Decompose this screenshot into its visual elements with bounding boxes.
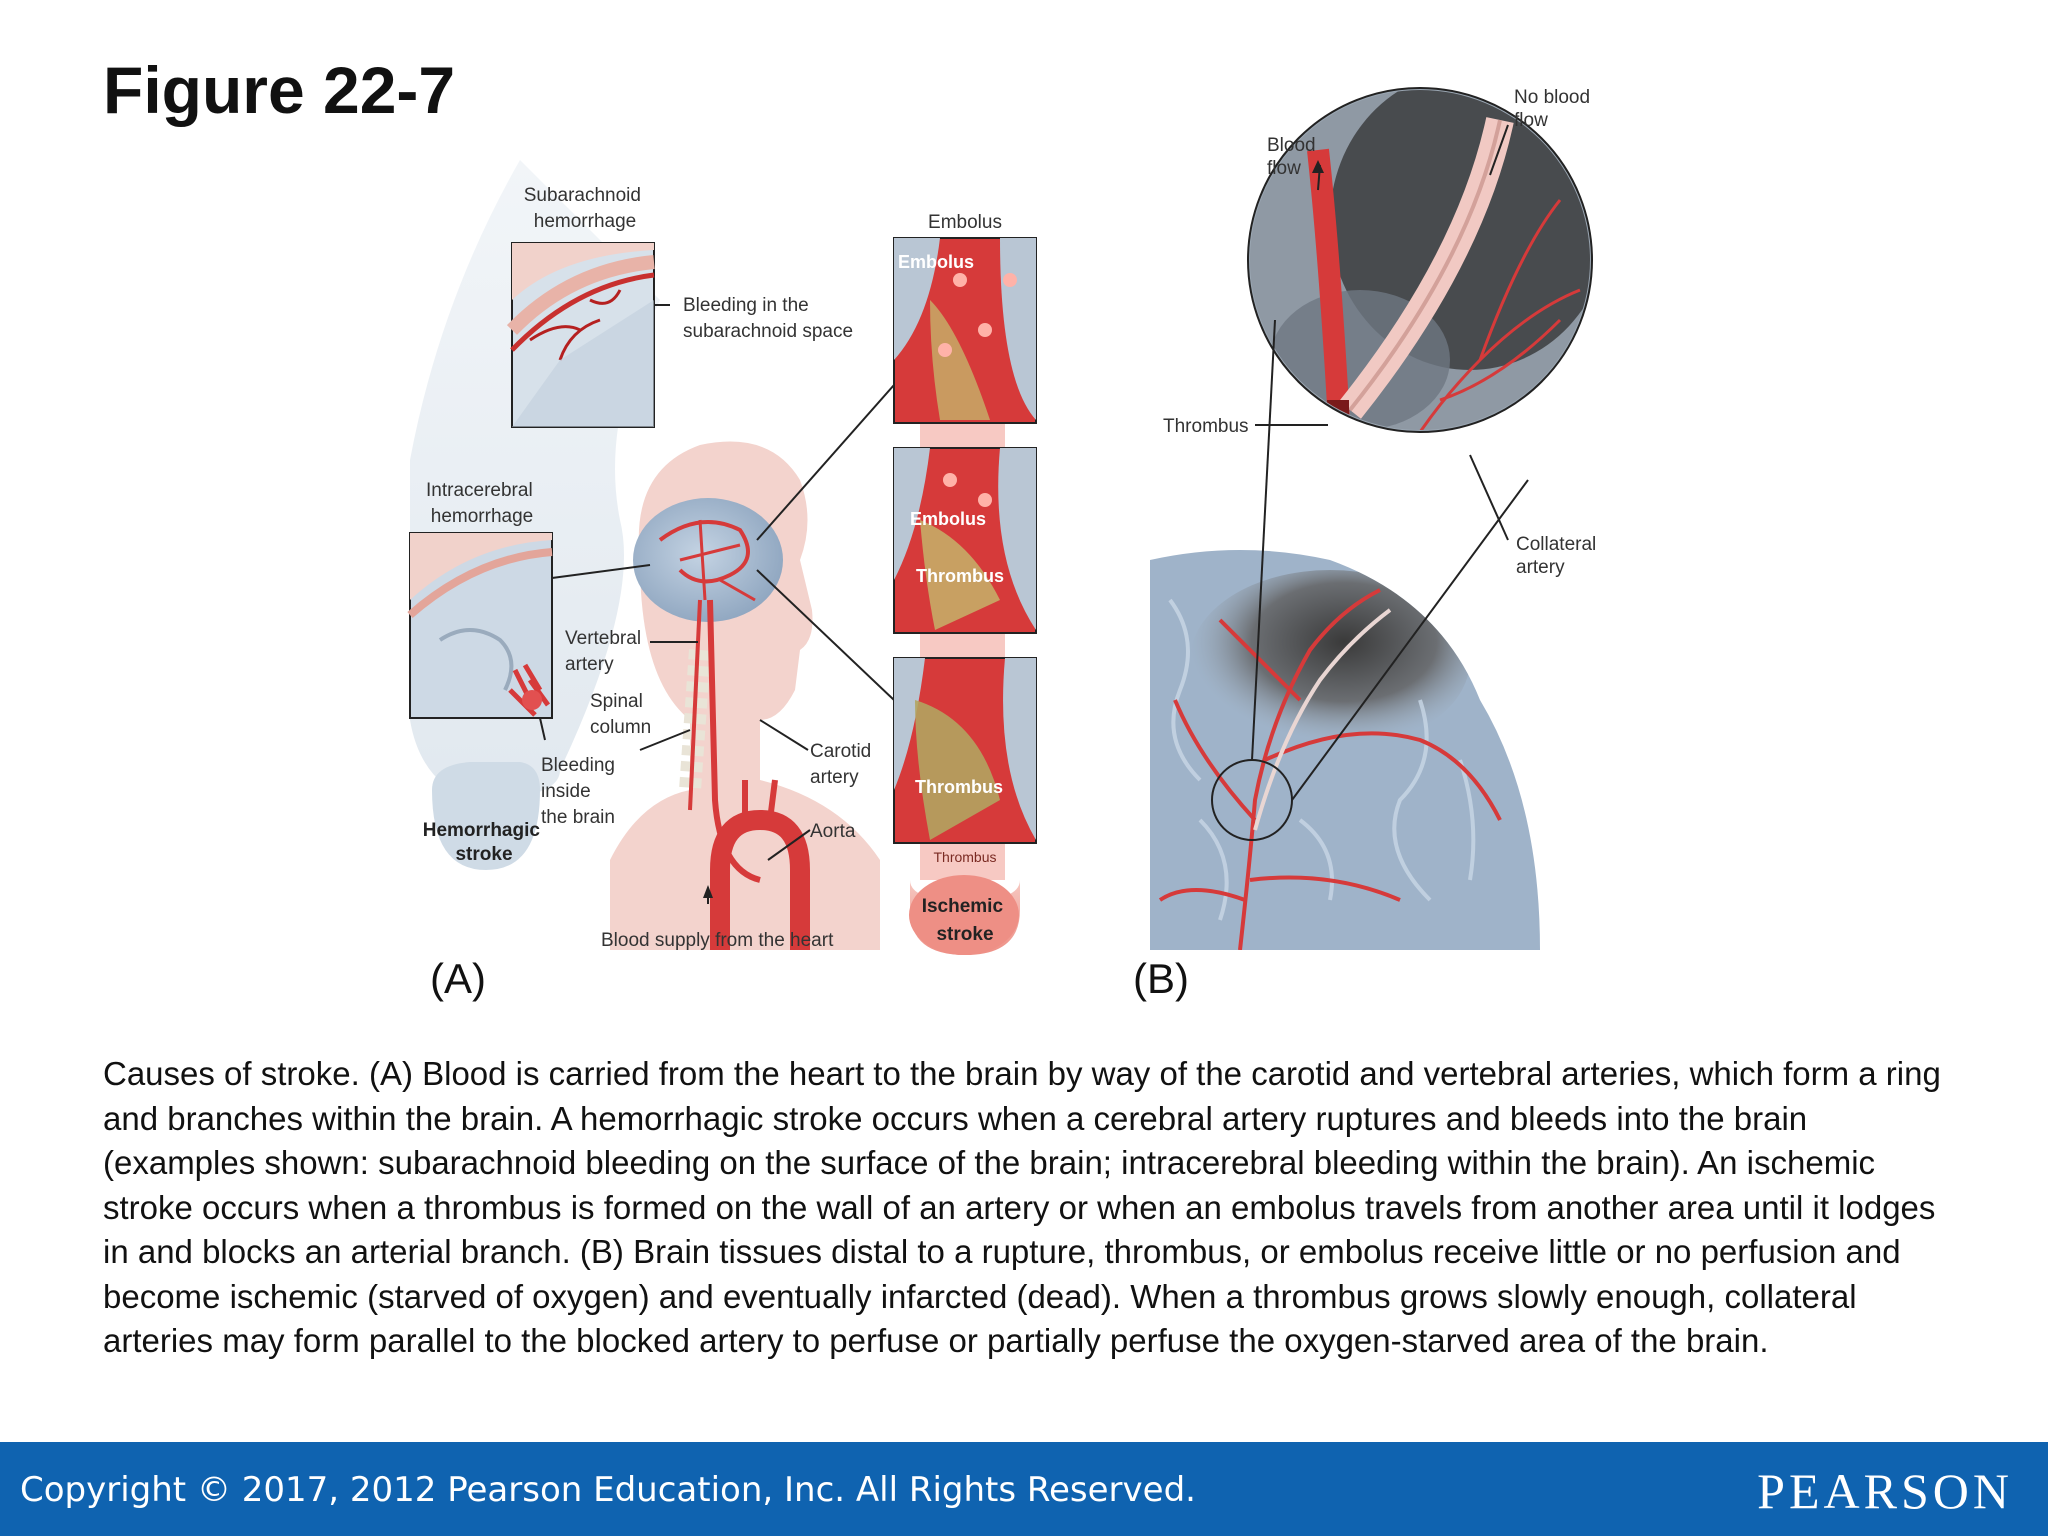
- embolus-top-label: Embolus: [928, 212, 1002, 233]
- brain: [633, 498, 783, 622]
- no-blood-flow-label: No blood flow: [1514, 87, 1595, 131]
- copyright-text: Copyright © 2017, 2012 Pearson Education…: [20, 1470, 1196, 1510]
- subarachnoid-inset: [506, 242, 655, 428]
- panel-a-tag: (A): [430, 955, 486, 1002]
- panel-a-illustration: [407, 160, 1037, 955]
- aorta-shape: [710, 809, 810, 950]
- intracerebral-inset: [407, 532, 553, 719]
- blood-flow-label: Blood flow: [1267, 135, 1321, 179]
- spinal-column-label: Spinal column: [590, 691, 651, 738]
- panel-b-tag: (B): [1133, 955, 1189, 1002]
- embolus-inset1-label: Embolus: [898, 252, 974, 272]
- vertebral-artery-shape: [688, 599, 702, 811]
- ischemic-stroke-label: Ischemic stroke: [922, 896, 1009, 945]
- embolus-inset2-label: Embolus: [910, 509, 986, 529]
- thrombus-inset3-label: Thrombus: [915, 777, 1003, 797]
- panel-b-labels: Blood flow No blood flow Thrombus Collat…: [1163, 87, 1602, 578]
- carotid-artery-label: Carotid artery: [810, 741, 877, 788]
- thrombus-small-label: Thrombus: [933, 849, 996, 865]
- panel-a-leaders: [539, 304, 895, 904]
- thrombus-b-label: Thrombus: [1163, 416, 1249, 437]
- subarachnoid-label: Subarachnoid hemorrhage: [524, 185, 647, 232]
- stroke-illustration: Subarachnoid hemorrhage Bleeding in the …: [407, 87, 1602, 955]
- footer-bar: Copyright © 2017, 2012 Pearson Education…: [0, 1442, 2048, 1536]
- vertebral-artery-label: Vertebral artery: [565, 628, 646, 675]
- blood-supply-label: Blood supply from the heart: [601, 930, 834, 951]
- bleeding-subarachnoid-label: Bleeding in the subarachnoid space: [683, 295, 853, 342]
- hemorrhagic-stroke-label: Hemorrhagic stroke: [423, 820, 545, 865]
- panel-a-labels: Subarachnoid hemorrhage Bleeding in the …: [423, 185, 1009, 951]
- figure-caption: Causes of stroke. (A) Blood is carried f…: [103, 1055, 1941, 1359]
- thrombus-inset2-label: Thrombus: [916, 566, 1004, 586]
- aorta-label: Aorta: [810, 821, 856, 842]
- ischemic-column: [893, 237, 1037, 955]
- collateral-artery-label: Collateral artery: [1516, 534, 1602, 578]
- pearson-logo: PEARSON: [1757, 1463, 2013, 1519]
- figure-title: Figure 22-7: [103, 53, 456, 127]
- blood-flow-artery: [1307, 148, 1351, 430]
- intracerebral-label: Intracerebral hemorrhage: [426, 480, 538, 527]
- head-silhouette: [610, 441, 880, 950]
- hemorrhagic-stroke-bubble: [432, 762, 540, 870]
- panel-b-illustration: [1150, 87, 1593, 950]
- bleeding-inside-label: Bleeding inside the brain: [541, 755, 620, 828]
